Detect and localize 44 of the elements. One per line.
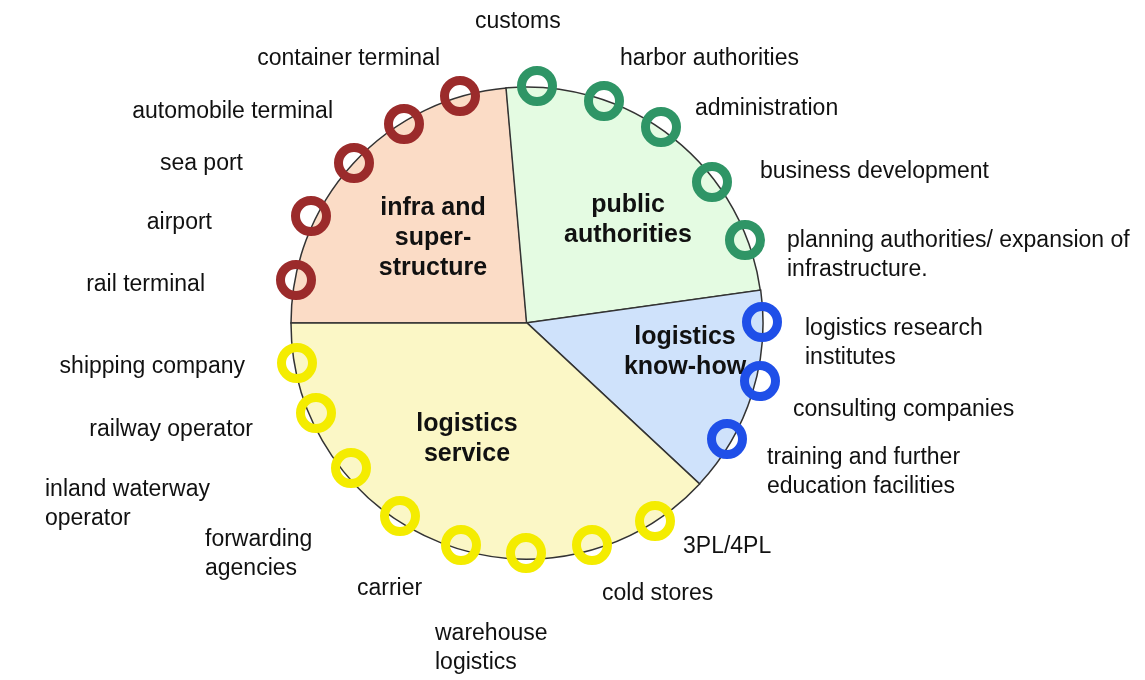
ring-marker [692, 162, 732, 202]
ring-marker [440, 76, 480, 116]
ring-label: warehouse logistics [435, 618, 549, 676]
ring-marker [742, 302, 782, 342]
ring-marker [277, 343, 317, 383]
ring-label: railway operator [88, 413, 253, 443]
ring-marker [635, 501, 675, 541]
ring-marker [517, 66, 557, 106]
ring-marker [725, 220, 765, 260]
ring-marker [584, 81, 624, 121]
ring-marker [384, 104, 424, 144]
ring-marker [334, 143, 374, 183]
sector-label: logistics service [415, 407, 519, 467]
ring-label: sea port [158, 147, 243, 177]
ring-marker [276, 260, 316, 300]
ring-label: 3PL/4PL [683, 530, 773, 560]
ring-marker [572, 525, 612, 565]
ring-label: automobile terminal [131, 95, 333, 125]
ring-label: consulting companies [793, 393, 1016, 423]
ring-marker [641, 107, 681, 147]
ring-marker [296, 393, 336, 433]
ring-label: planning authorities/ expansion of infrastructure. [787, 225, 1131, 283]
ring-label: shipping company [58, 350, 245, 380]
ring-label: business development [760, 155, 990, 185]
ring-marker [506, 533, 546, 573]
ring-label: harbor authorities [620, 42, 800, 72]
ring-label: training and further education facilities [767, 442, 962, 500]
sector-label: public authorities [563, 188, 693, 248]
ring-label: carrier [357, 572, 424, 602]
ring-label: container terminal [256, 42, 440, 72]
ring-label: airport [145, 206, 212, 236]
ring-label: administration [695, 92, 840, 122]
ring-marker [441, 525, 481, 565]
ring-label: forwarding agencies [205, 524, 314, 582]
sector-label: logistics know-how [622, 320, 748, 380]
ring-marker [707, 419, 747, 459]
ring-marker [380, 496, 420, 536]
ring-marker [291, 196, 331, 236]
ring-label: customs [475, 5, 562, 35]
ring-label: logistics research institutes [805, 313, 984, 371]
ring-label: cold stores [602, 577, 715, 607]
ring-label: rail terminal [85, 268, 205, 298]
sector-label: infra and super-structure [377, 191, 489, 281]
ring-marker [331, 448, 371, 488]
